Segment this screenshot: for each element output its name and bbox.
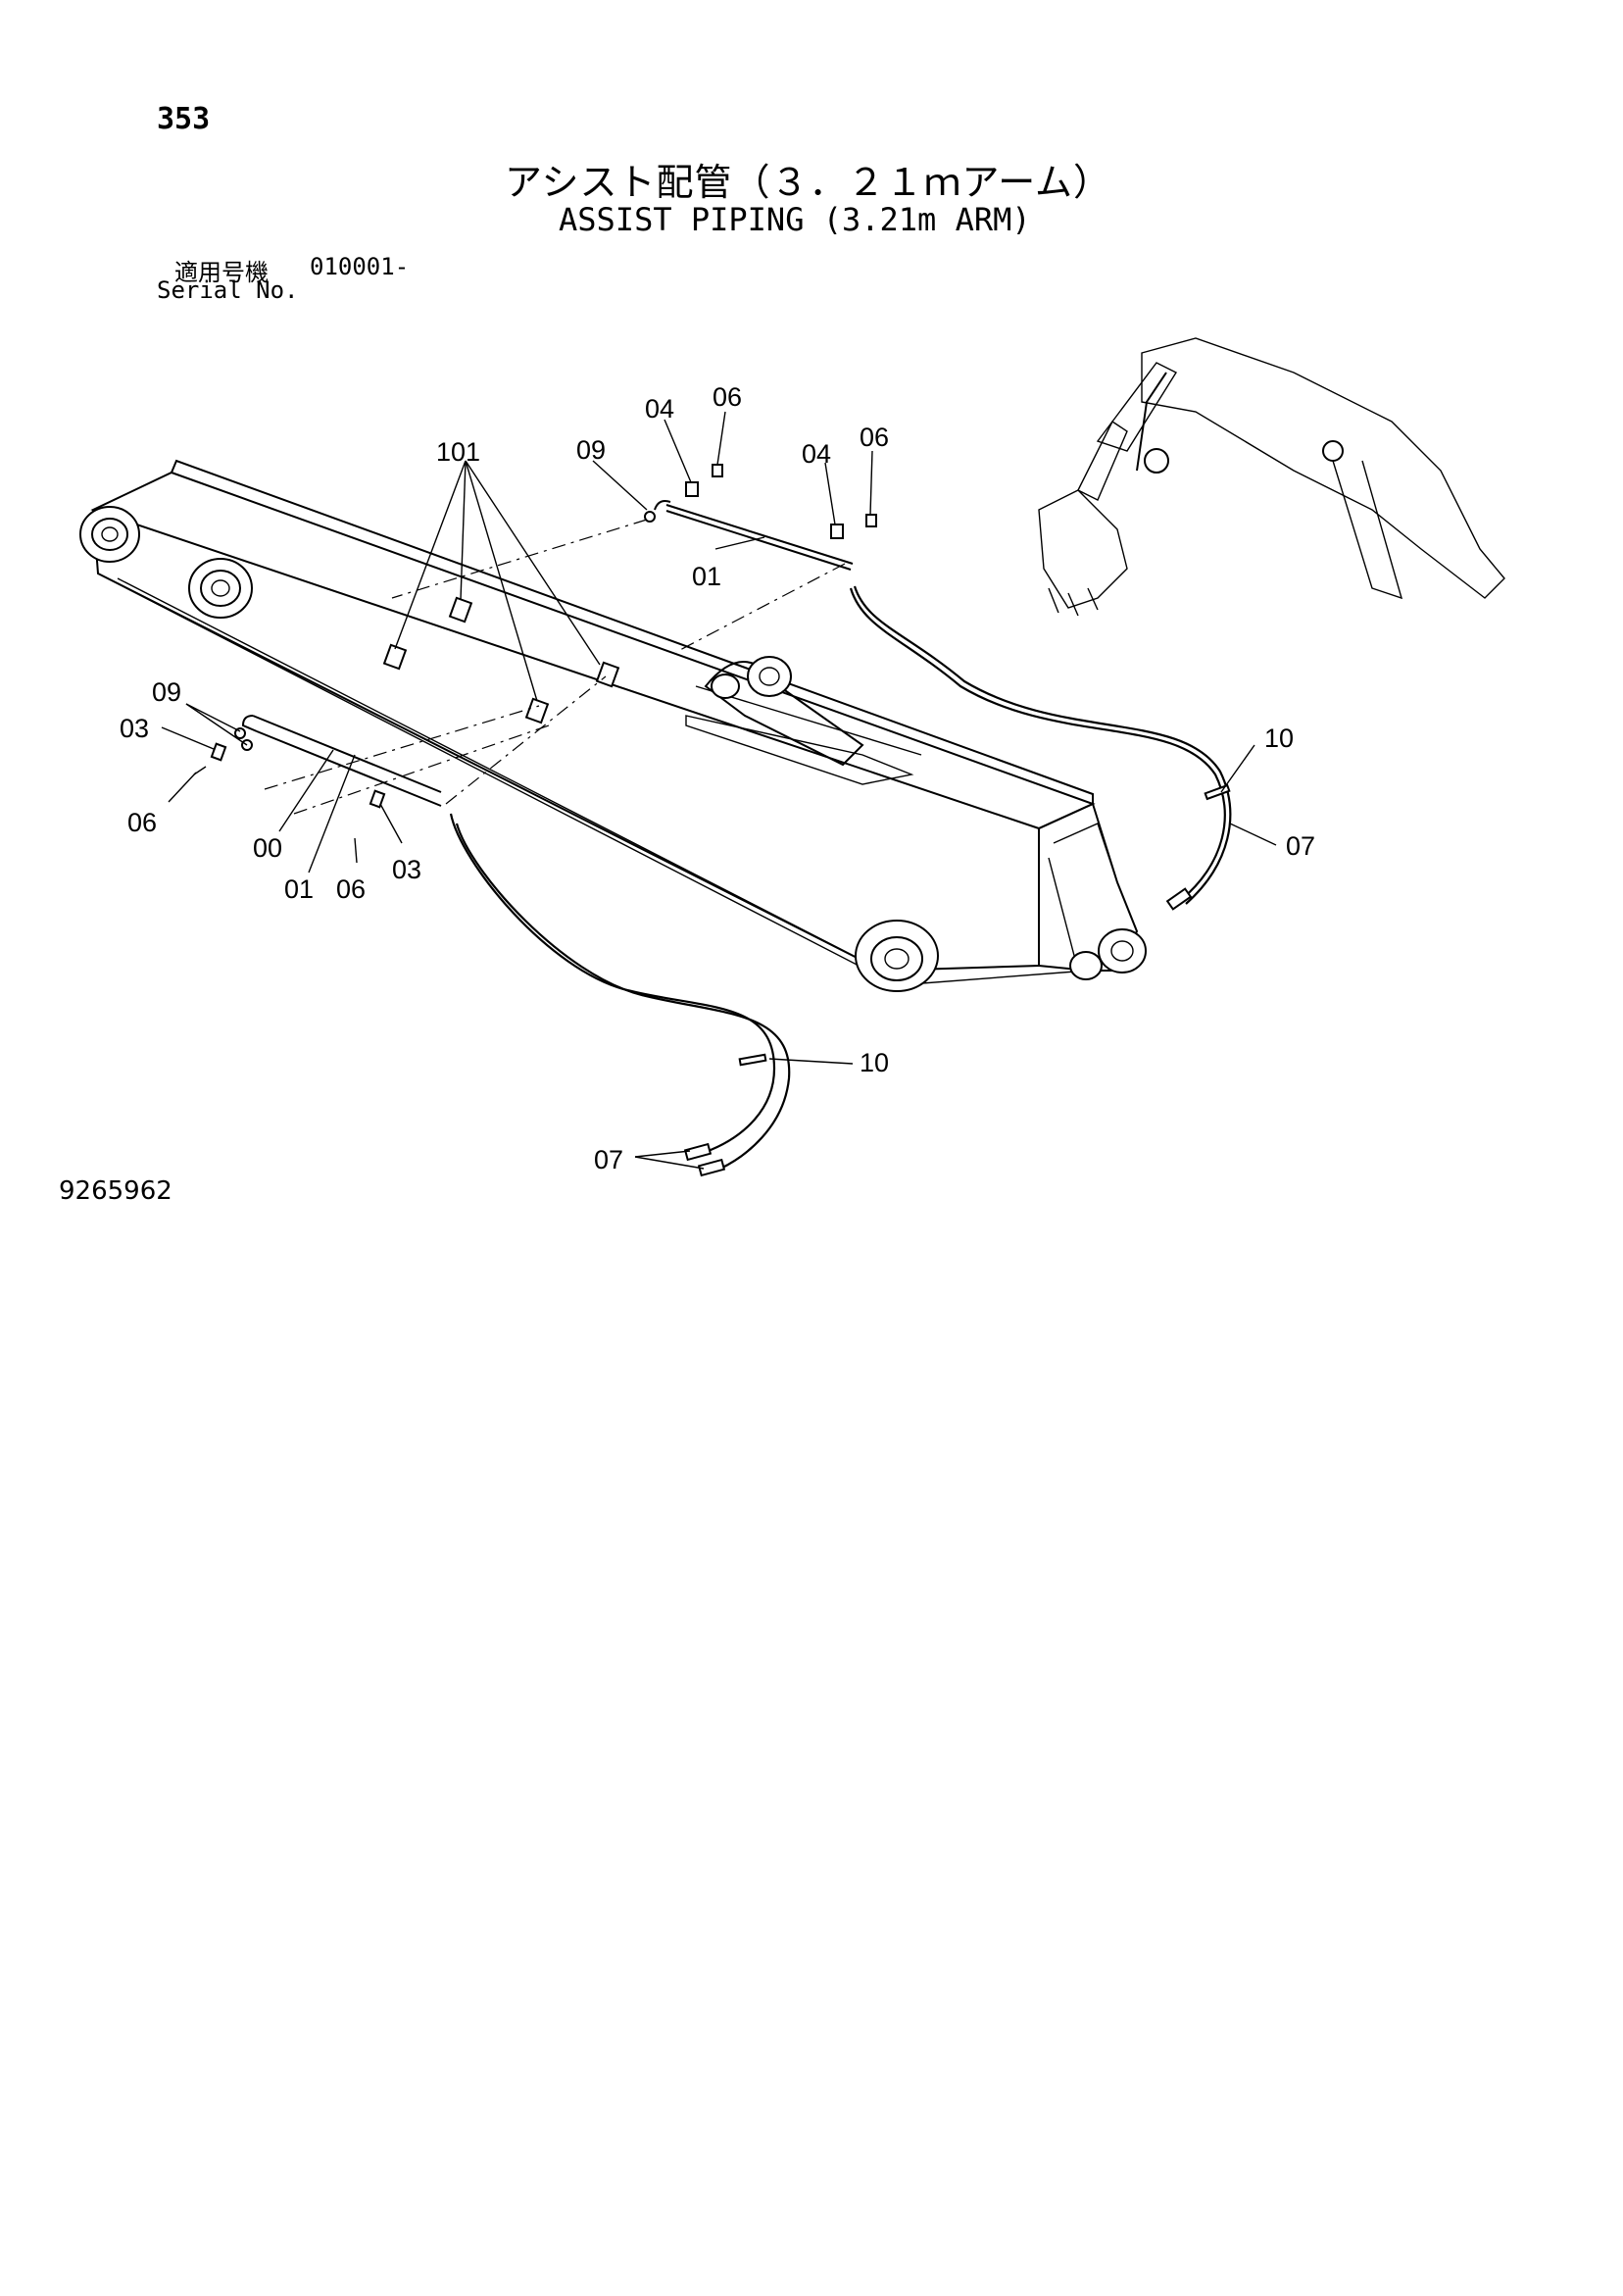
arm-pin-boss-left bbox=[79, 506, 140, 563]
serial-label-japanese: 適用号機 bbox=[174, 259, 269, 286]
callout-04-upper-right: 04 bbox=[802, 439, 831, 469]
arm-body bbox=[90, 459, 1139, 986]
inset-excavator-view bbox=[1038, 337, 1505, 617]
callout-03-lower: 03 bbox=[392, 855, 421, 884]
arm-pin-boss-bottom bbox=[855, 920, 939, 992]
upper-pipe-assembly bbox=[644, 464, 1232, 911]
callout-04-upper-left: 04 bbox=[645, 394, 674, 424]
callout-09-upper: 09 bbox=[576, 435, 606, 465]
callout-01-upper: 01 bbox=[692, 562, 721, 591]
page-title-japanese: アシスト配管（３．２１ｍアーム） bbox=[505, 161, 1112, 204]
serial-label-english: Serial No. bbox=[157, 276, 299, 304]
serial-number-value: 010001- bbox=[310, 253, 410, 280]
arm-link-bracket bbox=[704, 656, 864, 767]
callout-labels: 101 04 06 09 04 06 01 09 03 06 00 01 06 … bbox=[120, 382, 1315, 1174]
drawing-number: 9265962 bbox=[59, 1176, 172, 1206]
callout-06-lower: 06 bbox=[336, 874, 366, 904]
arm-bucket-end bbox=[1069, 928, 1147, 980]
callout-09-lower: 09 bbox=[152, 677, 181, 707]
arm-pin-boss-middle bbox=[188, 558, 253, 619]
callout-10-lower: 10 bbox=[860, 1048, 889, 1077]
callout-06-upper-right: 06 bbox=[860, 423, 889, 452]
lower-pipe-assembly bbox=[193, 715, 791, 1177]
callout-07-right: 07 bbox=[1286, 831, 1315, 861]
page-number: 353 bbox=[157, 102, 211, 136]
callout-07-lower: 07 bbox=[594, 1145, 623, 1174]
alignment-lines bbox=[264, 519, 846, 815]
leader-lines bbox=[161, 411, 1277, 1170]
callout-06-left: 06 bbox=[127, 808, 157, 837]
callout-03-left: 03 bbox=[120, 714, 149, 743]
callout-10-right: 10 bbox=[1264, 724, 1294, 753]
callout-00: 00 bbox=[253, 833, 282, 863]
callout-06-upper-left: 06 bbox=[713, 382, 742, 412]
callout-101: 101 bbox=[436, 437, 480, 467]
callout-01-lower: 01 bbox=[284, 874, 314, 904]
page-title-english: ASSIST PIPING (3.21m ARM) bbox=[559, 201, 1031, 238]
clamp-brackets bbox=[382, 596, 620, 724]
